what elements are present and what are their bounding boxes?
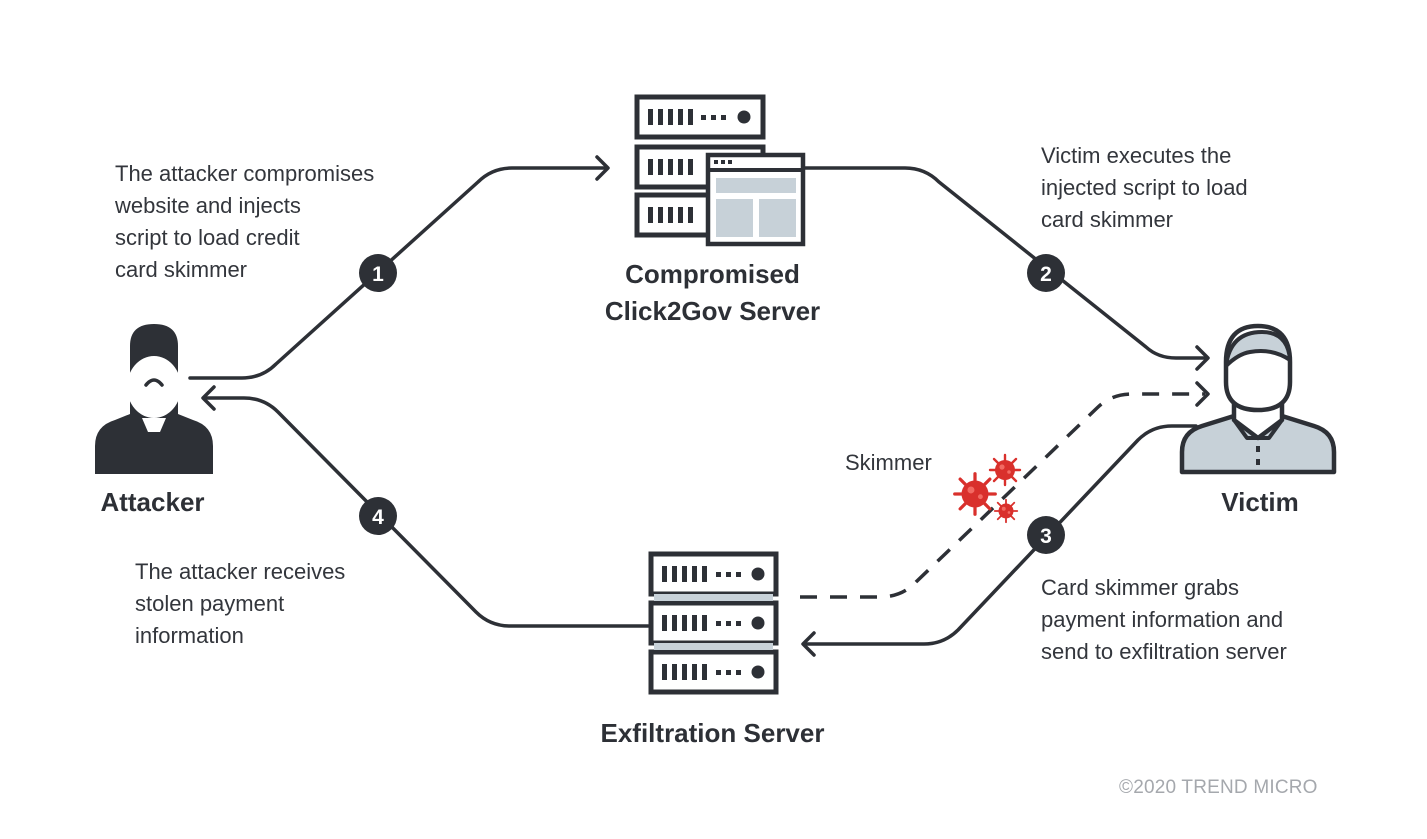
victim-label: Victim	[1221, 487, 1299, 517]
step-number-3: 3	[1040, 525, 1052, 548]
arrowhead-skimmer	[1195, 381, 1210, 407]
compromised-server-label: Compromised Click2Gov Server	[604, 259, 821, 326]
step-number-4: 4	[372, 506, 384, 529]
copyright-notice: ©2020 TREND MICRO	[1119, 777, 1318, 798]
server-indicators-top	[648, 109, 751, 223]
step-1-description: The attacker compromises website and inj…	[115, 161, 375, 282]
step-badge-4: 4	[359, 497, 397, 535]
exfil-server-label: Exfiltration Server	[600, 718, 825, 748]
skimmer-label: Skimmer	[845, 450, 932, 475]
step-number-2: 2	[1040, 263, 1052, 286]
skimmer-dashed-line	[800, 392, 1205, 599]
victim-icon	[1179, 323, 1337, 475]
exfil-server-stack-icon	[648, 551, 779, 695]
arrowhead-step-2	[1195, 345, 1210, 371]
step-badge-1: 1	[359, 254, 397, 292]
step-number-1: 1	[372, 263, 384, 286]
step-badge-2: 2	[1027, 254, 1065, 292]
browser-window-icon	[705, 152, 806, 247]
attacker-label: Attacker	[100, 487, 205, 517]
arrowhead-step-4	[201, 385, 216, 411]
step-3-description: Card skimmer grabs payment information a…	[1041, 575, 1287, 664]
step-4-description: The attacker receives stolen payment inf…	[135, 559, 346, 648]
attacker-icon	[95, 324, 213, 474]
step-2-description: Victim executes the injected script to l…	[1041, 143, 1248, 232]
step-badge-3: 3	[1027, 516, 1065, 554]
arrowhead-step-1	[595, 155, 610, 181]
arrowhead-step-3	[801, 631, 816, 657]
